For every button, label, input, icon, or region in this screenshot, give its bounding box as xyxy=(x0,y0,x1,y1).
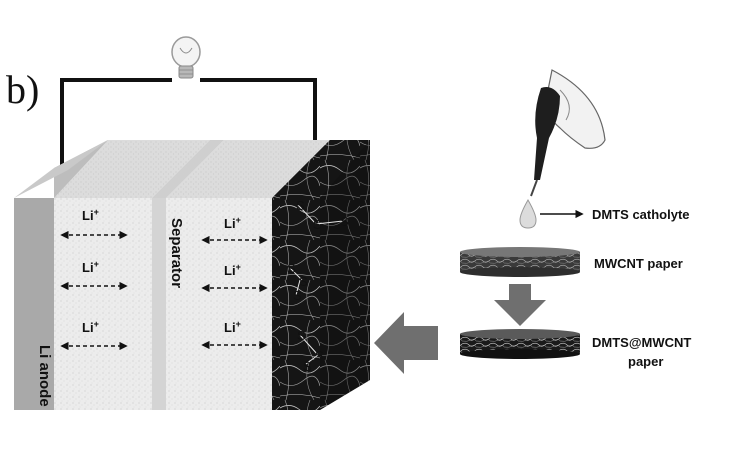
sulfur-label: S xyxy=(315,348,324,363)
light-bulb-icon xyxy=(171,36,201,79)
catholyte-label: DMTS catholyte xyxy=(592,207,690,222)
li-ion-group-right: Li+ Li+ Li+ xyxy=(201,215,268,350)
dropper-hand-icon xyxy=(530,69,606,197)
electrolyte-region-2 xyxy=(166,140,330,410)
sulfur-label: S xyxy=(313,217,322,232)
li-ion-charge: + xyxy=(94,319,99,329)
cathode-block xyxy=(272,140,370,410)
li-ion-label: Li xyxy=(82,208,94,223)
svg-text:Li+: Li+ xyxy=(224,319,241,335)
process-arrow-down xyxy=(494,284,546,326)
mwcnt-label: MWCNT paper xyxy=(594,256,683,271)
sulfur-label: S xyxy=(303,359,312,374)
dmts-mwcnt-paper-disc xyxy=(460,329,580,359)
sulfur-label: S xyxy=(296,198,305,213)
li-ion-charge: + xyxy=(236,319,241,329)
li-ion-label: Li xyxy=(224,263,236,278)
sulfur-label: S xyxy=(297,328,306,343)
li-ion-charge: + xyxy=(236,215,241,225)
mwcnt-paper-disc xyxy=(460,247,580,277)
sulfur-label: S xyxy=(287,261,296,276)
process-arrow-left xyxy=(374,312,438,374)
sulfur-label: S xyxy=(340,214,349,229)
li-ion-group-left: Li+ Li+ Li+ xyxy=(60,207,128,351)
droplet-icon xyxy=(519,198,537,229)
svg-text:Li+: Li+ xyxy=(82,319,99,335)
svg-text:Li+: Li+ xyxy=(224,215,241,231)
li-ion-charge: + xyxy=(94,259,99,269)
dmts-label-line2: paper xyxy=(628,354,663,369)
circuit-wire xyxy=(60,78,317,168)
li-ion-label: Li xyxy=(82,320,94,335)
svg-text:Li+: Li+ xyxy=(224,262,241,278)
panel-label: b) xyxy=(6,67,40,112)
sulfur-chains xyxy=(289,204,344,365)
anode-label: Li anode xyxy=(36,345,53,407)
svg-text:Li+: Li+ xyxy=(82,207,99,223)
sulfur-labels: S S S S S S S S S xyxy=(287,198,349,374)
li-ion-label: Li xyxy=(224,216,236,231)
li-ion-label: Li xyxy=(224,320,236,335)
sulfur-label: S xyxy=(299,274,308,289)
separator-label: Separator xyxy=(168,218,185,288)
li-ion-charge: + xyxy=(94,207,99,217)
li-ion-charge: + xyxy=(236,262,241,272)
sulfur-label: S xyxy=(293,288,302,303)
svg-text:Li+: Li+ xyxy=(82,259,99,275)
dmts-label-line1: DMTS@MWCNT xyxy=(592,335,691,350)
li-ion-label: Li xyxy=(82,260,94,275)
